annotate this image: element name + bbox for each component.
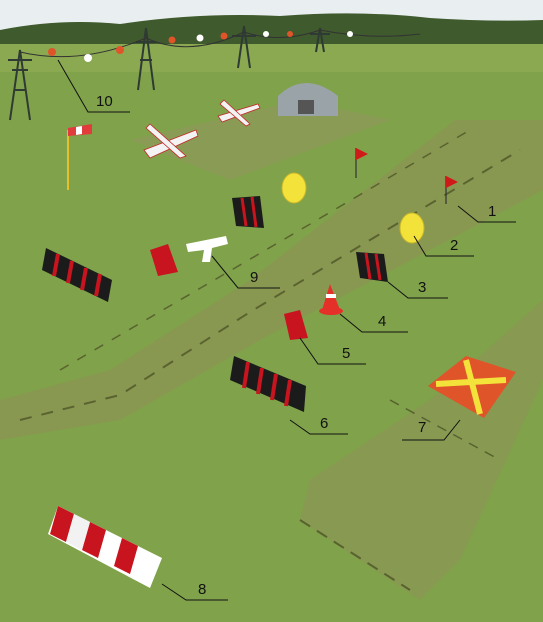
callout-1: 1	[488, 203, 496, 220]
callout-10: 10	[96, 93, 113, 110]
field-far	[0, 44, 543, 74]
callout-5: 5	[342, 345, 350, 362]
callout-6: 6	[320, 415, 328, 432]
callout-9: 9	[250, 269, 258, 286]
callout-3: 3	[418, 279, 426, 296]
callout-7: 7	[418, 419, 426, 436]
yellow-disc-marker	[282, 173, 306, 203]
yellow-disc-marker-2	[400, 213, 424, 243]
callout-4: 4	[378, 313, 386, 330]
callout-2: 2	[450, 237, 458, 254]
callout-8: 8	[198, 581, 206, 598]
